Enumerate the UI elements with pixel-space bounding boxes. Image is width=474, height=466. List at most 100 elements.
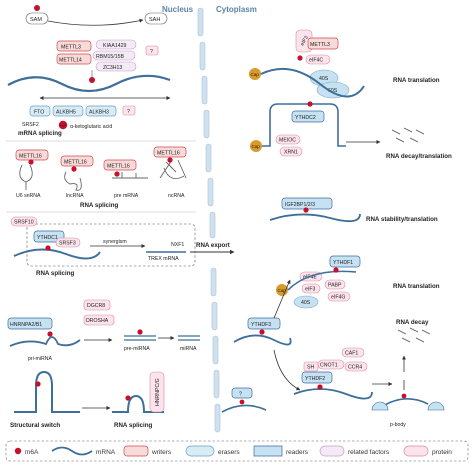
igf2bp-reader: IGF2BP1/2/3 [285,202,315,208]
ythdc1-module: SRSF10 YTHDC1 SRSF3 synergism NXF1 TREX … [10,216,235,277]
unknown-protein: ? [150,49,153,55]
eif4g-label: eIF4G [331,295,345,301]
eif4e-label: eIF4E [303,275,317,281]
structural-switch-caption: Structural switch [10,422,60,429]
related-zc3h13: ZC3H13 [103,65,122,71]
ythdf3-reader: YTHDF3 [251,322,271,328]
pabp-label: PABP [328,283,342,289]
ythdc1-caption: RNA splicing [36,270,74,277]
nxf1-label: NXF1 [171,242,184,248]
cap-label: Cap [251,72,260,77]
mettl16-lncrna: METTL16 [64,160,87,166]
mettl16-ncrna: METTL16 [157,151,180,157]
srsf10-label: SRSF10 [14,220,34,226]
unknown-protein: ? [127,109,130,115]
drosha-label: DROSHA [86,318,109,324]
stability-module: IGF2BP1/2/3 RNA stability/translation [269,197,438,223]
mettl16-caption: RNA splicing [80,202,118,209]
switch-splicing-caption: RNA splicing [114,422,152,429]
legend-readers: readers [286,449,309,456]
srsf2-label: SRSF2 [22,122,39,128]
meioc-label: MEIOC [279,138,296,144]
m6a-dot [89,77,95,83]
cap-label: Cap [252,144,261,149]
legend-mrna-swatch [51,446,93,456]
cnot1-label: CNOT1 [320,363,338,369]
nucleus-header: Nucleus [162,5,194,14]
sh-label: SH [307,365,314,371]
target-pre-mrna: pre mRNA [114,193,139,199]
cap-label: Cap [278,288,287,293]
legend-erasers-swatch [185,445,215,457]
translation2-caption: RNA translation [393,283,440,290]
ythdf1-reader: YTHDF1 [333,260,353,266]
legend-related: related factors [348,449,390,456]
sah-label: SAH [149,17,160,23]
mirna-label: miRNA [180,346,197,352]
legend-protein: protein [432,449,452,456]
legend-m6a-swatch [14,447,22,455]
mettl16-module: METTL16 METTL16 METTL16 METTL16 U6 snRNA… [6,146,196,213]
related-kiaa1429: KIAA1429 [103,43,126,49]
hnrnpa2b1-reader: HNRNPA2/B1 [10,322,42,328]
legend-writers: writers [151,449,172,456]
unknown-reader: ? [239,392,242,398]
legend-writers-swatch [123,445,149,457]
related-rbm15: RBM15/15B [96,54,125,60]
legend-mrna: mRNA [96,449,116,456]
methylation-module: SAM SAH METTL3 METTL14 KIAA1429 RBM15/15… [6,5,196,142]
mirna-module: HNRNPA2/B1 DGCR8 DROSHA pri-miRNA pre-mi… [7,299,200,362]
legend-m6a: m6A [25,449,39,456]
synergism-label: synergism [103,239,127,245]
switch-module: HNRNPC/G Structural switch RNA splicing [10,370,165,429]
decay1-caption: RNA decay/translation [386,153,452,160]
legend-protein-swatch [403,445,429,457]
eif3-label: eIF3 [305,287,315,293]
ythdf3-module: YTHDF3 [233,279,301,391]
alpha-kg-label: α-ketoglutaric acid [70,124,112,130]
mrna-strand [13,248,101,260]
hnrnpcg-label: HNRNPC/G [155,378,161,406]
eraser-fto: FTO [34,110,44,116]
ribosome-40s: 40S [301,300,311,306]
writer-mettl3: METTL3 [61,45,81,51]
mettl3-cyto: METTL3 [310,42,330,48]
fe-label: Fe²⁺ [60,124,67,128]
eraser-alkbh3: ALKBH3 [89,110,109,116]
trex-label: TREX mRNA [148,256,179,262]
mrna-splicing-caption: mRNA splicing [18,130,62,137]
eif4c-label: eIF4C [309,58,323,64]
cytoplasm-header: Cytoplasm [216,5,257,14]
mettl16-u6: METTL16 [19,154,42,160]
ccr4-label: CCR4 [348,365,362,371]
stability-caption: RNA stability/translation [366,216,438,223]
unknown-module: ? [221,387,267,413]
legend: m6A mRNA writers erasers readers related… [5,440,469,462]
eif3-label: eIF3 [300,35,310,47]
translation-module-1: eIF3 METTL3 eIF4C 40S 60S Cap RNA transl… [249,29,440,99]
sam-label: SAM [30,17,42,23]
nucleus-membrane [197,7,221,433]
ythdc2-reader: YTHDC2 [295,115,316,121]
mettl16-premrna: METTL16 [107,164,130,170]
writer-mettl14: METTL14 [59,58,82,64]
target-lncrna: lncRNA [66,193,84,199]
decay-module-2: SH CNOT1 CAF1 CCR4 YTHDF2 RNA decay p-bo… [293,319,445,428]
dgcr8-label: DGCR8 [87,303,105,309]
translation1-caption: RNA translation [393,77,440,84]
eraser-alkbh5: ALKBH5 [56,110,76,116]
rna-export-label: RNA export [196,242,230,249]
pri-mirna-label: pri-miRNA [28,356,52,362]
decay2-caption: RNA decay [396,319,429,326]
legend-related-swatch [319,445,345,457]
pre-mirna-label: pre-miRNA [124,346,150,352]
decay-module-1: YTHDC2 MEIOC XRN1 Cap RNA decay/translat… [250,101,452,160]
srsf3-label: SRSF3 [59,241,76,247]
mrna-strand [7,74,171,93]
pbody-label: p-body [390,422,406,428]
translation-module-2: YTHDF1 eIF4E eIF3 PABP eIF4G 40S Cap RNA… [276,255,440,309]
caf1-label: CAF1 [345,351,358,357]
ythdf2-reader: YTHDF2 [305,376,325,382]
